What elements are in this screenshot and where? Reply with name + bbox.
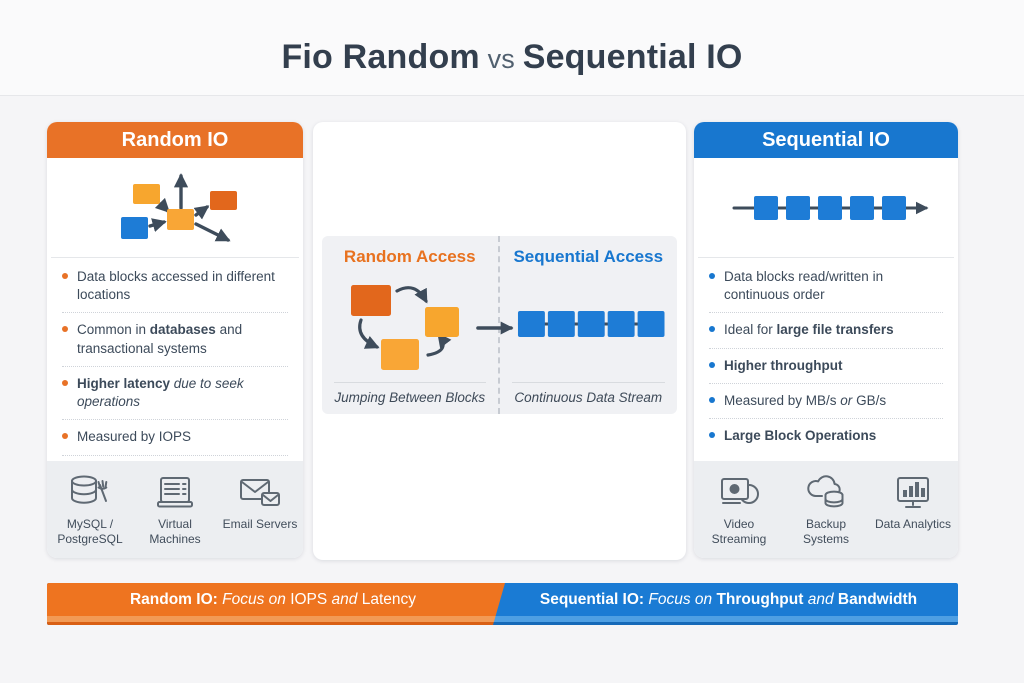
list-item: Measured by MB/s or GB/s [709,382,943,418]
random-io-panel: Random IO Data blocks accessed in differ… [47,122,303,558]
use-case-label: Backup Systems [802,517,849,546]
list-item: Measured by IOPS [62,419,288,454]
random-scatter-diagram-icon [121,173,237,242]
list-item: Common in databases and transactional sy… [62,312,288,365]
database-icon [71,475,108,504]
summary-italic: Focus on [644,590,717,608]
bullet-text-italic: due to seek operations [77,375,244,410]
title-band [0,0,1024,96]
bullet-text: Measured by MB/s [724,392,841,408]
sequential-io-use-cases: Video Streaming Backup Systems Data Anal… [694,461,958,558]
bullet-dot [709,326,715,333]
cloud-backup-icon [807,475,844,508]
bullet-dot [62,273,68,279]
summary-bold: Bandwidth [837,590,918,608]
summary-italic: and [327,590,362,608]
video-monitor-icon [721,478,759,504]
sequential-io-bullet-list: Data blocks read/written in continuous o… [694,258,958,461]
bullet-text: and transactional systems [77,322,243,356]
summary-text: IOPS [290,590,328,608]
sequential-io-header: Sequential IO [694,122,958,158]
summary-bold: Random IO: [129,590,218,608]
bullet-text: Ideal for [724,322,777,338]
sequential-io-panel: Sequential IO Data blocks read/written i… [694,122,958,558]
bullet-text-bold: Higher throughput [724,357,843,373]
list-item: Higher latency due to seek operations [62,365,288,419]
transition-arrow-icon [476,321,514,335]
sequential-access-diagram [510,267,668,382]
use-case-virtual-machines: Virtual Machines [133,473,217,547]
list-item: Ideal for large file transfers [709,312,943,347]
bullet-text-bold: Higher latency [77,375,171,391]
sequential-access-header: Sequential Access [513,247,664,266]
random-access-diagram [332,267,488,382]
sequential-io-diagram [698,158,954,258]
block-stream-diagram-icon [517,310,665,337]
use-case-label: Email Servers [222,517,298,531]
use-case-label: Video Streaming [711,517,767,546]
bullet-text-bold: Large Block Operations [724,428,877,444]
random-io-use-cases: MySQL / PostgreSQL Virtual Machines Emai… [47,461,303,558]
bullet-dot [709,361,715,368]
random-access-half: Random Access [322,236,500,414]
use-case-label: MySQL / PostgreSQL [57,517,123,546]
bullet-dot [62,379,68,386]
bullet-text: GB/s [852,392,887,408]
use-case-backup-systems: Backup Systems [784,473,868,547]
summary-italic: and [803,590,838,608]
random-io-header: Random IO [47,122,303,158]
sequential-blocks-diagram-icon [732,196,929,220]
bullet-dot [62,326,68,333]
sequential-access-half: Sequential Access Continuous Data Stream [500,236,678,414]
bullet-dot [709,396,715,403]
bullet-dot [709,273,715,279]
jumping-blocks-diagram-icon [350,284,459,370]
list-item: Higher throughput [709,347,943,383]
list-item: Data blocks read/written in continuous o… [709,260,943,312]
title-space [515,44,523,74]
title-part2: Sequential IO [522,38,743,76]
server-stack-icon [157,477,193,508]
access-comparison-panel: Random Access [322,236,677,414]
bullet-text-bold: databases [149,322,216,338]
summary-bold: Sequential IO: [539,590,645,608]
list-item: Large Block Operations [709,418,943,453]
title-vs-word: vs [487,44,515,74]
title-vs [480,44,488,74]
banner-orange-background [47,583,505,625]
bar-chart-monitor-icon [897,477,929,508]
list-item: Data blocks accessed in different locati… [62,260,288,312]
bullet-text-italic: or [840,392,853,408]
bullet-text: Measured by IOPS [77,429,192,445]
random-access-caption: Jumping Between Blocks [334,382,486,414]
bullet-dot [62,433,68,440]
use-case-data-analytics: Data Analytics [871,473,955,532]
summary-bold: Throughput [716,590,804,608]
email-icon [240,479,280,506]
random-io-diagram [51,158,299,258]
summary-text: Latency [361,590,417,608]
page-title: Fio Random vs Sequential IO [0,38,1024,77]
use-case-mysql-postgresql: MySQL / PostgreSQL [48,473,132,547]
access-comparison-card: Random Access [313,122,686,560]
bullet-text: Data blocks read/written in continuous o… [724,269,884,303]
sequential-io-summary: Sequential IO: Focus on Throughput and B… [499,583,958,616]
bullet-text-bold: large file transfers [776,322,894,338]
bullet-text: Common in [77,322,150,338]
use-case-email-servers: Email Servers [218,473,302,532]
random-access-header: Random Access [343,247,476,266]
random-io-summary: Random IO: Focus on IOPS and Latency [47,583,499,616]
bullet-text: Data blocks accessed in different locati… [77,269,275,303]
sequential-access-caption: Continuous Data Stream [511,382,665,414]
use-case-label: Virtual Machines [149,517,201,546]
summary-italic: Focus on [217,590,291,608]
use-case-label: Data Analytics [874,517,952,531]
summary-banner: Random IO: Focus on IOPS and Latency Seq… [47,583,958,625]
list-item: Small Block Reads & Writes [62,454,288,461]
title-part1: Fio Random [281,38,480,76]
bullet-dot [709,432,715,439]
use-case-video-streaming: Video Streaming [697,473,781,547]
random-io-bullet-list: Data blocks accessed in different locati… [47,258,303,461]
